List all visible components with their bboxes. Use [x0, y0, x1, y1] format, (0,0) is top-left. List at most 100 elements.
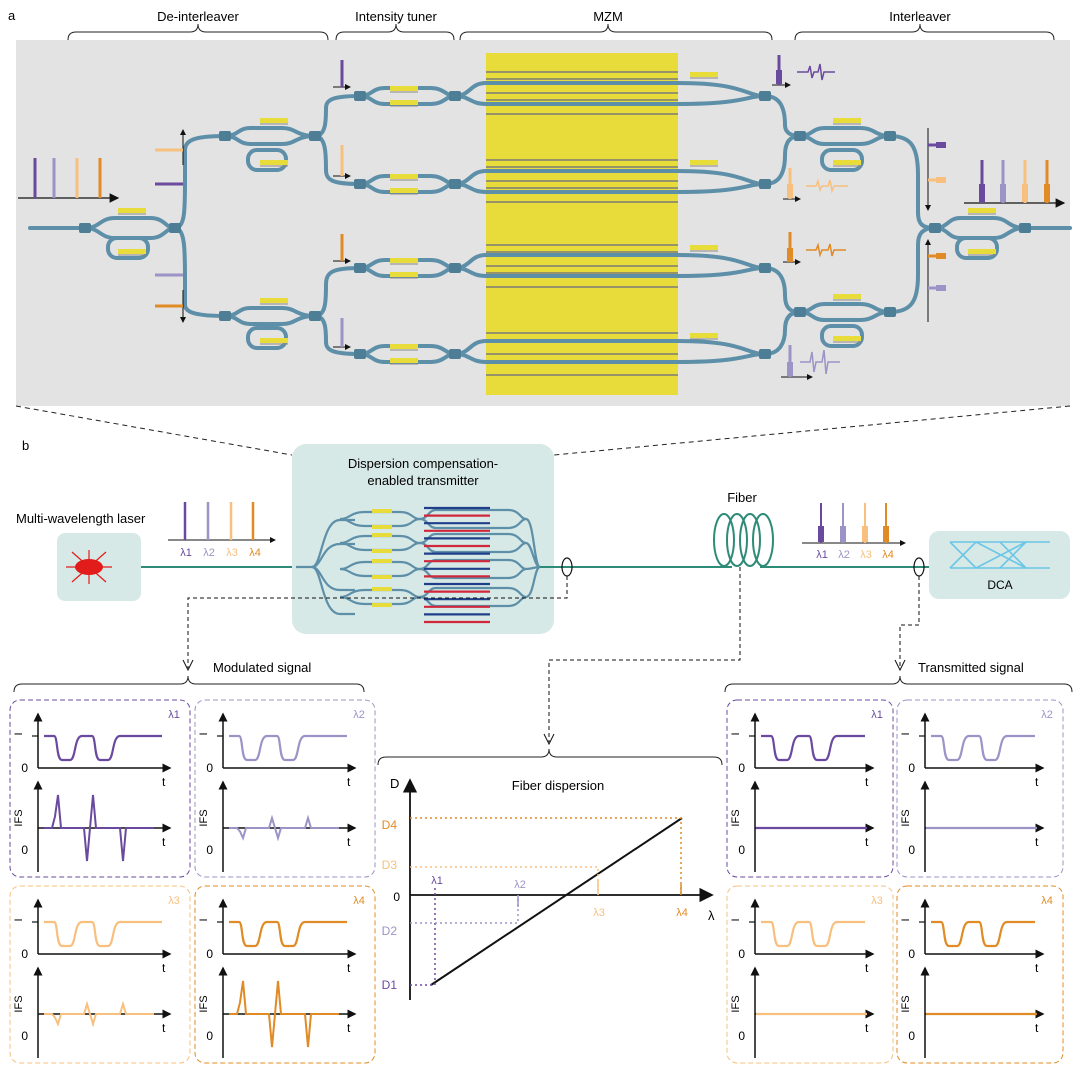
rx-lambda-1: λ1: [816, 549, 828, 561]
guide-lambda-4: [410, 817, 682, 895]
ifs-zero-label: 0: [738, 1029, 745, 1043]
x-tick-lambda-4: λ4: [676, 907, 688, 919]
heater-pad: [390, 188, 418, 193]
guide-lambda-2: [410, 895, 519, 924]
coupler: [759, 263, 771, 273]
laser-lambda-3: λ3: [226, 547, 238, 559]
intensity-axis-label: I: [13, 918, 25, 921]
coupler: [309, 311, 321, 321]
coupler: [759, 349, 771, 359]
coupler: [219, 131, 231, 141]
heater-pad: [833, 160, 861, 165]
intensity-axis-label: I: [900, 918, 912, 921]
panel-lambda-label: λ1: [871, 709, 883, 721]
ifs-zero-label: 0: [908, 843, 915, 857]
tuner-spectra: [333, 60, 351, 350]
coupler: [354, 349, 366, 359]
heater-pad: [690, 333, 718, 338]
ifs-time-label: t: [347, 1021, 351, 1035]
heater-pad: [260, 160, 288, 165]
section-label-intensity-tuner: Intensity tuner: [355, 9, 437, 24]
heater-pad: [390, 358, 418, 363]
fiber-label: Fiber: [727, 490, 757, 505]
intensity-zero-label: 0: [908, 947, 915, 961]
guide-lambda-1: [410, 885, 436, 986]
zoom-line-right: [553, 405, 1071, 456]
thermal-heaters: [118, 72, 996, 365]
intensity-zero-label: 0: [738, 761, 745, 775]
ifs-time-label: t: [865, 1021, 869, 1035]
panel-lambda-label: λ2: [353, 709, 365, 721]
laser-label: Multi-wavelength laser: [16, 511, 146, 526]
ifs-axis-label: IFS: [13, 809, 25, 826]
d1-label: D1: [382, 978, 398, 992]
ifs-time-label: t: [1035, 835, 1039, 849]
dispersion-title: Fiber dispersion: [512, 778, 605, 793]
heater-pad: [390, 272, 418, 277]
signal-panels: λ1I0tIFS0tλ2I0tIFS0tλ3I0tIFS0tλ4I0tIFS0t…: [9, 699, 1064, 1064]
panel-lambda-label: λ4: [353, 895, 365, 907]
ifs-zero-label: 0: [206, 1029, 213, 1043]
coupler: [79, 223, 91, 233]
arrowhead-transmitted: [894, 659, 906, 672]
d3-label: D3: [382, 858, 398, 872]
transmitter-box: [292, 444, 554, 634]
panel-b-label: b: [22, 438, 29, 453]
heater-pad: [260, 298, 288, 303]
intensity-zero-label: 0: [21, 947, 28, 961]
coupler: [759, 179, 771, 189]
ifs-axis-label: IFS: [198, 809, 210, 826]
ifs-axis-label: IFS: [900, 809, 912, 826]
ifs-waveform: [229, 980, 339, 1048]
heater-pad: [390, 258, 418, 263]
ifs-zero-label: 0: [206, 843, 213, 857]
deinterleaver-spectra: [155, 129, 186, 323]
panel-lambda-label: λ2: [1041, 709, 1053, 721]
leader-lines: [187, 567, 920, 742]
intensity-axis-label: I: [13, 732, 25, 735]
waveguide-network: [28, 81, 1072, 364]
heater-pad: [260, 338, 288, 343]
heater-pad: [260, 118, 288, 123]
intensity-time-label: t: [162, 775, 166, 789]
laser-icon: [66, 550, 112, 584]
dca-box: [929, 531, 1070, 599]
panel-lambda-label: λ3: [871, 895, 883, 907]
transmitter-label-line2: enabled transmitter: [367, 473, 479, 488]
coupler: [449, 91, 461, 101]
ifs-axis-label: IFS: [198, 995, 210, 1012]
intensity-axis-label: I: [198, 918, 210, 921]
intensity-axis-label: I: [730, 918, 742, 921]
panel-lambda-label: λ4: [1041, 895, 1053, 907]
ifs-waveform: [229, 814, 339, 842]
heater-pad: [690, 72, 718, 77]
x-tick-lambda-1: λ1: [431, 875, 443, 887]
rx-lambda-3: λ3: [860, 549, 872, 561]
group-braces: [13, 675, 1073, 766]
transmitter-label-line1: Dispersion compensation-: [348, 456, 498, 471]
intensity-waveform: [761, 920, 865, 948]
directional-couplers: [79, 91, 1031, 359]
intensity-waveform: [761, 734, 865, 762]
zero-label: 0: [393, 890, 400, 904]
heater-pad: [390, 174, 418, 179]
coupler: [449, 263, 461, 273]
panel-a-label: a: [8, 8, 16, 23]
intensity-time-label: t: [865, 775, 869, 789]
intensity-waveform: [931, 920, 1035, 948]
ifs-waveform: [44, 794, 154, 862]
intensity-zero-label: 0: [738, 947, 745, 961]
dispersion-x-label: λ: [708, 908, 715, 923]
ifs-time-label: t: [162, 835, 166, 849]
coupler: [794, 307, 806, 317]
section-label-mzm: MZM: [593, 9, 623, 24]
fiber-spool-icon: [713, 513, 774, 567]
ifs-axis-label: IFS: [730, 995, 742, 1012]
input-spectrum: [18, 158, 120, 203]
